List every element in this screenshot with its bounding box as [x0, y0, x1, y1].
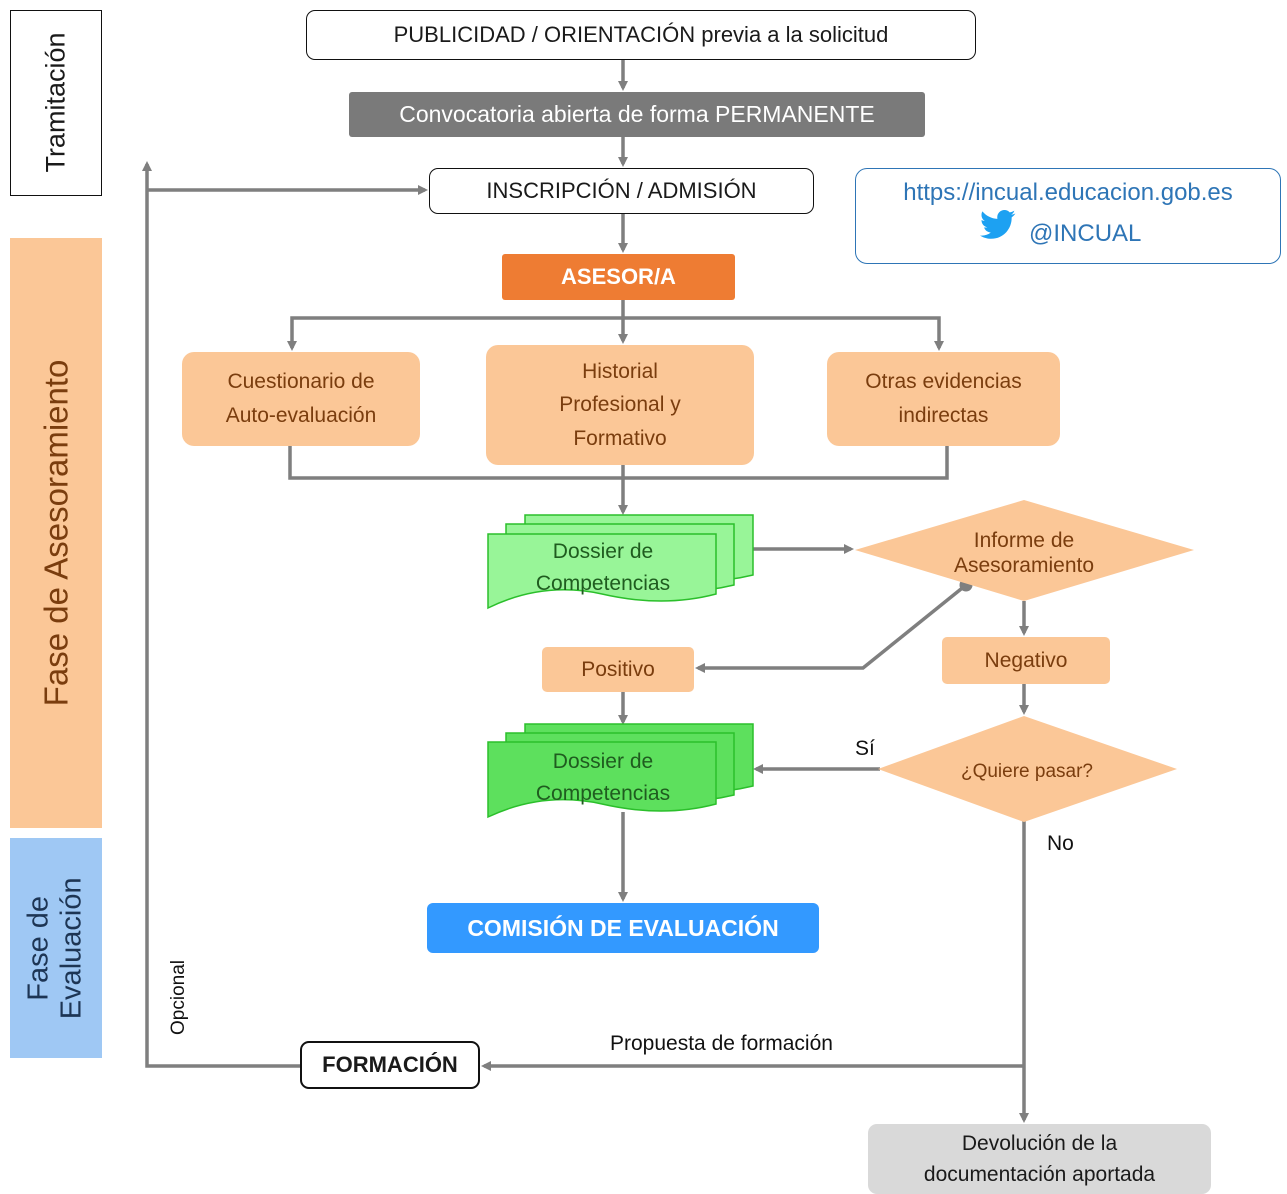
quiere-pasar-label: ¿Quiere pasar?	[961, 761, 1093, 782]
line-merge-evidencias	[288, 446, 949, 480]
dossier1-label-line1: Dossier de	[553, 540, 653, 563]
phase-evaluacion-label: Fase de Evaluación	[23, 877, 90, 1019]
dossier1-label-line2: Competencias	[536, 572, 670, 595]
informe-label-line2: Asesoramiento	[954, 554, 1094, 577]
dossier2-label-line2: Competencias	[536, 782, 670, 805]
phase-asesoramiento: Fase de Asesoramiento	[10, 238, 102, 828]
phase-asesoramiento-label: Fase de Asesoramiento	[37, 359, 75, 707]
node-cuestionario-line2: Auto-evaluación	[225, 404, 377, 427]
edge-label-propuesta: Propuesta de formación	[610, 1032, 833, 1055]
arrow-informe-positivo	[695, 583, 968, 673]
dossier-shape-1	[487, 514, 754, 610]
node-convocatoria: Convocatoria abierta de forma PERMANENTE	[349, 92, 925, 137]
dossier-shape-2	[487, 723, 754, 819]
phase-tramitacion-label: Tramitación	[40, 32, 71, 174]
twitter-handle[interactable]: @INCUAL	[1029, 220, 1142, 247]
info-box: https://incual.educacion.gob.es	[855, 168, 1281, 264]
node-cuestionario-line1: Cuestionario de	[227, 370, 375, 394]
info-url-link[interactable]: https://incual.educacion.gob.es	[903, 179, 1233, 206]
node-convocatoria-label: Convocatoria abierta de forma PERMANENTE	[399, 101, 875, 127]
node-formacion: FORMACIÓN	[300, 1041, 480, 1089]
node-positivo-label: Positivo	[581, 657, 655, 681]
node-asesor: ASESOR/A	[502, 254, 735, 300]
node-publicidad: PUBLICIDAD / ORIENTACIÓN previa a la sol…	[306, 10, 976, 60]
node-positivo: Positivo	[542, 647, 694, 692]
node-historial-line3: Formativo	[573, 426, 667, 450]
edge-label-no: No	[1047, 832, 1074, 855]
node-cuestionario: Cuestionario de Auto-evaluación	[182, 352, 420, 446]
node-negativo-label: Negativo	[984, 648, 1068, 672]
diamond-quiere-pasar	[878, 716, 1177, 822]
node-devolucion: Devolución de la documentación aportada	[868, 1124, 1211, 1194]
node-comision-evaluacion: COMISIÓN DE EVALUACIÓN	[427, 903, 819, 953]
twitter-bird-icon[interactable]	[980, 210, 1016, 240]
phase-tramitacion: Tramitación	[10, 10, 102, 196]
node-inscripcion: INSCRIPCIÓN / ADMISIÓN	[429, 168, 814, 214]
node-otras-line2: indirectas	[898, 404, 989, 427]
node-asesor-label: ASESOR/A	[561, 264, 676, 289]
node-otras-evidencias: Otras evidencias indirectas	[827, 352, 1060, 446]
diamond-informe	[855, 500, 1194, 601]
node-inscripcion-label: INSCRIPCIÓN / ADMISIÓN	[486, 178, 757, 203]
arrow-split-otras	[623, 316, 944, 351]
phase-evaluacion: Fase de Evaluación	[10, 838, 102, 1058]
edge-label-si: Sí	[855, 737, 875, 760]
node-otras-line1: Otras evidencias	[865, 370, 1022, 394]
node-historial-line1: Historial	[582, 359, 658, 383]
arrow-formacion-opcional	[142, 161, 300, 1068]
node-comision-label: COMISIÓN DE EVALUACIÓN	[467, 914, 779, 941]
node-publicidad-label: PUBLICIDAD / ORIENTACIÓN previa a la sol…	[393, 22, 889, 47]
dossier2-label-line1: Dossier de	[553, 750, 653, 773]
node-historial: Historial Profesional y Formativo	[486, 345, 754, 465]
node-devolucion-line2: documentación aportada	[923, 1163, 1156, 1186]
node-historial-line2: Profesional y	[559, 393, 681, 417]
edge-label-opcional: Opcional	[168, 960, 189, 1035]
node-negativo: Negativo	[942, 637, 1110, 684]
informe-label-line1: Informe de	[974, 529, 1074, 552]
phase-evaluacion-line1: Fase de	[22, 895, 55, 1001]
node-devolucion-line1: Devolución de la	[961, 1131, 1118, 1155]
phase-evaluacion-line2: Evaluación	[56, 877, 88, 1019]
arrow-split-cuestionario	[287, 316, 623, 351]
node-formacion-label: FORMACIÓN	[322, 1052, 458, 1077]
